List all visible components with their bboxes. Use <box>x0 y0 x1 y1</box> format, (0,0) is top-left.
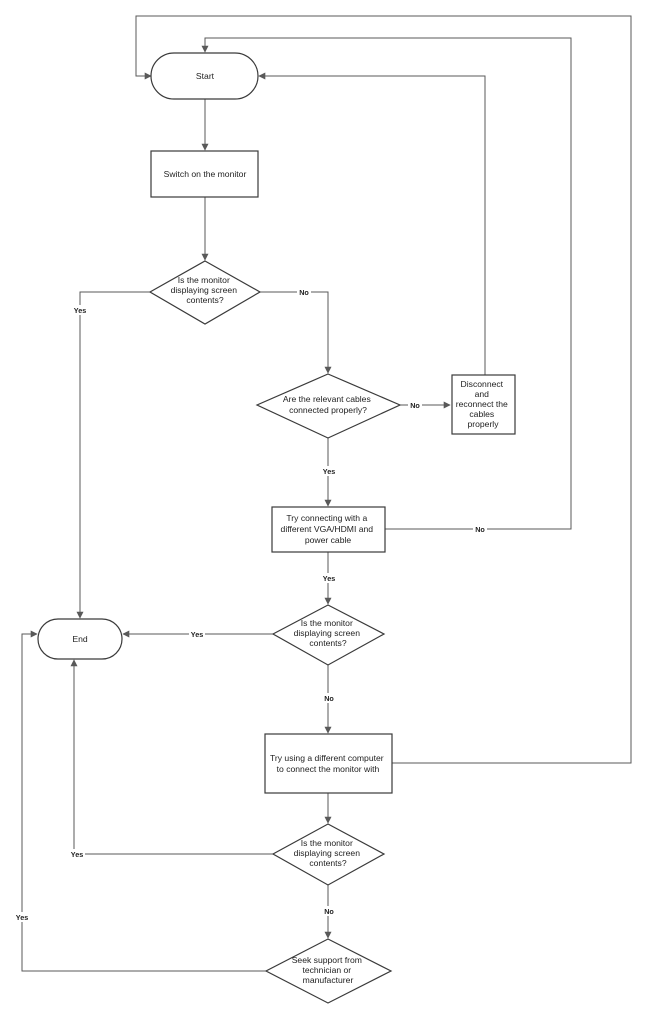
connector-decision1-no-cables <box>260 291 332 374</box>
connector-decision3-yes-end <box>70 659 273 855</box>
svg-text:Are the relevant cables: Are the relevant cables connected proper… <box>283 394 373 415</box>
edge-label-decision1-no: No <box>297 287 311 297</box>
edge-label-decision2-no: No <box>322 693 336 703</box>
decision-monitor-displaying-3[interactable]: Is the monitor displaying screen content… <box>271 823 386 886</box>
switch-on-monitor-step[interactable]: Switch on the monitor <box>150 150 259 198</box>
svg-text:Yes: Yes <box>16 913 28 922</box>
svg-text:No: No <box>324 907 334 916</box>
edge-label-decision3-yes: Yes <box>69 849 85 859</box>
edge-label-cables-no: No <box>408 400 422 410</box>
connector-support-yes-end <box>21 630 266 972</box>
seek-support-step[interactable]: Seek support from technician or manufact… <box>264 938 393 1004</box>
start-label: Start <box>196 71 215 81</box>
svg-text:Is the monitor display: Is the monitor displaying screen content… <box>171 275 240 305</box>
svg-text:No: No <box>475 525 485 534</box>
svg-text:Yes: Yes <box>323 574 335 583</box>
edge-label-decision2-yes: Yes <box>189 629 205 639</box>
edge-label-decision1-yes: Yes <box>72 305 88 315</box>
start-terminator[interactable]: Start <box>150 52 259 100</box>
edge-label-decision3-no: No <box>322 906 336 916</box>
svg-text:Yes: Yes <box>323 467 335 476</box>
connector-reconnect-to-start <box>258 72 486 375</box>
svg-text:Disconnect and: Disconnect and reconnect the cables prop… <box>456 379 510 429</box>
svg-text:No: No <box>324 694 334 703</box>
edge-label-trycable-yes: Yes <box>321 573 337 583</box>
edge-label-cables-yes: Yes <box>321 466 337 476</box>
svg-text:No: No <box>299 288 309 297</box>
decision-monitor-displaying-2[interactable]: Is the monitor displaying screen content… <box>271 604 386 666</box>
connector-trycomputer-to-start <box>135 15 632 764</box>
decision-monitor-displaying-1[interactable]: Is the monitor displaying screen content… <box>148 260 262 325</box>
connector-trycable-no-start <box>201 37 572 530</box>
svg-text:Yes: Yes <box>191 630 203 639</box>
try-different-cable-step[interactable]: Try connecting with a different VGA/HDMI… <box>271 506 386 553</box>
svg-text:Yes: Yes <box>74 306 86 315</box>
svg-text:End: End <box>72 634 88 644</box>
edge-label-trycable-no: No <box>473 524 487 534</box>
end-terminator[interactable]: End <box>37 618 123 660</box>
reconnect-cables-step[interactable]: Disconnect and reconnect the cables prop… <box>451 374 516 435</box>
try-different-computer-step[interactable]: Try using a different computer to connec… <box>264 733 393 794</box>
svg-text:Switch on the monitor: Switch on the monitor <box>164 169 247 179</box>
decision-cables-connected[interactable]: Are the relevant cables connected proper… <box>255 373 402 439</box>
svg-text:Is the monitor display: Is the monitor displaying screen content… <box>294 838 363 868</box>
svg-text:Try using a different computer: Try using a different computer to connec… <box>270 753 386 774</box>
svg-text:Is the monitor display: Is the monitor displaying screen content… <box>294 618 363 648</box>
svg-text:Yes: Yes <box>71 850 83 859</box>
svg-text:Try connecting with a: Try connecting with a different VGA/HDMI… <box>281 513 376 545</box>
svg-text:No: No <box>410 401 420 410</box>
svg-text:Seek support from tech: Seek support from technician or manufact… <box>292 955 365 985</box>
edge-label-support-yes: Yes <box>14 912 30 922</box>
connector-decision1-yes-end <box>76 291 150 619</box>
svg-text:Start: Start <box>196 71 215 81</box>
